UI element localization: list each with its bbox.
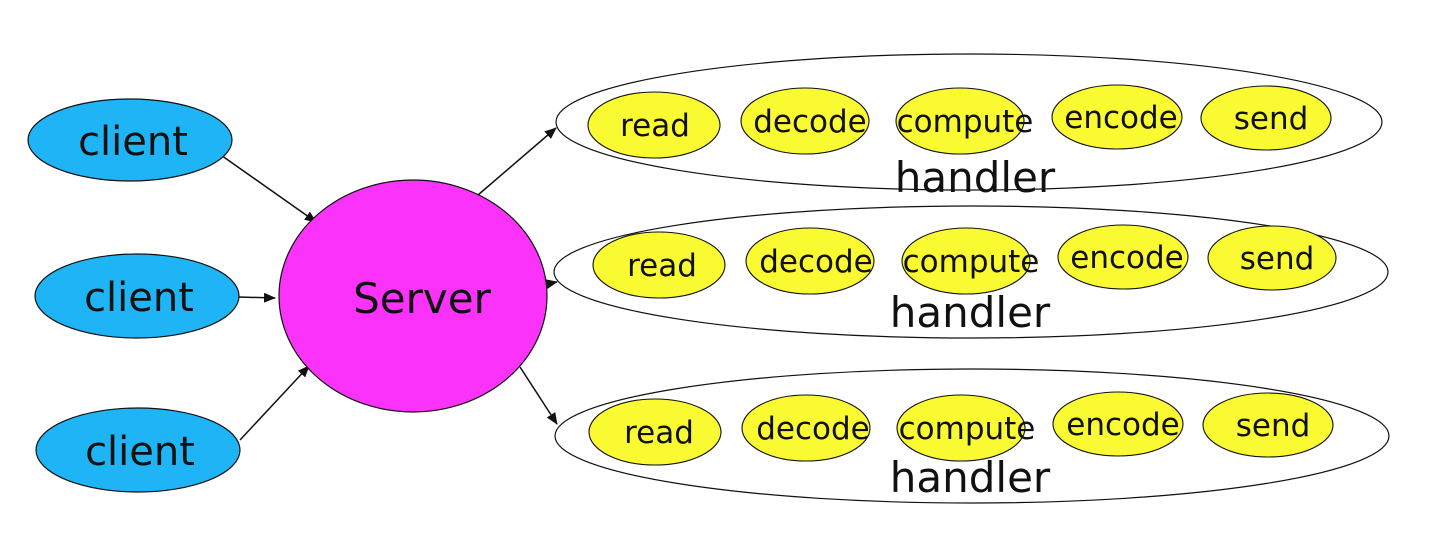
client-node-3: client xyxy=(35,407,241,493)
arrow-server-to-handler-3 xyxy=(519,366,558,425)
step-ellipse xyxy=(895,87,1025,155)
client-label: client xyxy=(85,429,195,475)
step-ellipse xyxy=(588,398,722,466)
handler-group-1: read decode compute encode send handler xyxy=(555,53,1383,202)
server-ellipse xyxy=(278,179,548,413)
step-label: decode xyxy=(756,411,870,447)
step-ellipse xyxy=(1200,85,1332,151)
handler-group-2: read decode compute encode send handler xyxy=(553,205,1389,339)
step-compute: compute xyxy=(901,227,1040,295)
step-ellipse xyxy=(740,87,870,155)
client-node-2: client xyxy=(34,253,240,339)
step-ellipse xyxy=(1202,392,1334,458)
client-label: client xyxy=(78,119,188,165)
step-label: decode xyxy=(759,244,873,280)
step-read: read xyxy=(588,398,722,466)
step-encode: encode xyxy=(1057,224,1189,290)
step-decode: decode xyxy=(740,87,870,155)
step-ellipse xyxy=(896,394,1026,462)
client-node-1: client xyxy=(27,98,233,182)
handler-label: handler xyxy=(895,153,1056,202)
handler-label: handler xyxy=(890,453,1051,502)
step-label: decode xyxy=(753,104,867,140)
step-ellipse xyxy=(592,231,726,299)
step-label: encode xyxy=(1064,100,1177,136)
client-ellipse xyxy=(34,253,240,339)
step-ellipse xyxy=(1052,391,1184,457)
step-label: send xyxy=(1240,241,1315,277)
step-decode: decode xyxy=(741,394,871,462)
step-send: send xyxy=(1207,225,1337,291)
step-ellipse xyxy=(1051,84,1183,150)
server-label: Server xyxy=(353,274,491,323)
step-ellipse xyxy=(745,227,875,295)
step-ellipse xyxy=(741,394,871,462)
client-to-server-arrows xyxy=(217,152,317,441)
arrow-client-3-to-server xyxy=(239,365,310,441)
step-ellipse xyxy=(1057,224,1189,290)
step-label: encode xyxy=(1066,407,1179,443)
step-label: send xyxy=(1234,101,1309,137)
handler-label: handler xyxy=(890,288,1051,337)
step-compute: compute xyxy=(896,394,1036,462)
step-read: read xyxy=(587,91,721,159)
step-ellipse xyxy=(1207,225,1337,291)
step-send: send xyxy=(1202,392,1334,458)
step-label: read xyxy=(620,108,690,144)
client-label: client xyxy=(84,275,194,321)
arrow-client-1-to-server xyxy=(217,152,317,223)
arrow-server-to-handler-1 xyxy=(477,127,557,196)
step-label: compute xyxy=(903,244,1040,280)
step-label: compute xyxy=(899,411,1036,447)
handler-group-3: read decode compute encode send handler xyxy=(554,368,1390,504)
step-read: read xyxy=(592,231,726,299)
client-ellipse xyxy=(35,407,241,493)
step-compute: compute xyxy=(895,87,1034,155)
step-label: read xyxy=(624,415,694,451)
arrow-client-2-to-server xyxy=(237,292,276,303)
step-send: send xyxy=(1200,85,1332,151)
step-encode: encode xyxy=(1052,391,1184,457)
step-ellipse xyxy=(587,91,721,159)
step-decode: decode xyxy=(745,227,875,295)
step-label: compute xyxy=(897,104,1034,140)
step-ellipse xyxy=(901,227,1031,295)
client-ellipse xyxy=(27,98,233,182)
step-label: send xyxy=(1236,408,1311,444)
step-encode: encode xyxy=(1051,84,1183,150)
step-label: read xyxy=(627,248,697,284)
step-label: encode xyxy=(1070,240,1183,276)
server-node: Server xyxy=(278,179,548,413)
